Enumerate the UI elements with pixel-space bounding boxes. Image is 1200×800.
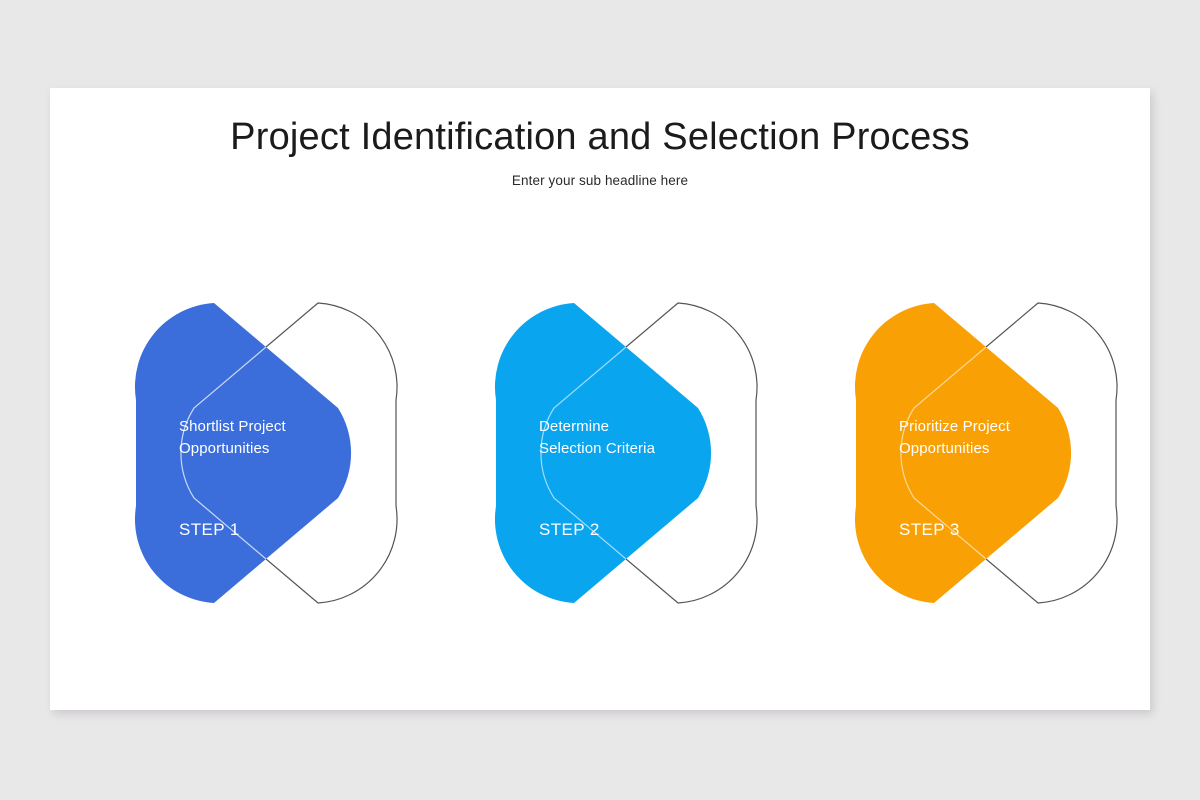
step-2-shape — [494, 302, 758, 604]
step-2-fill-shape — [494, 303, 712, 603]
page-subtitle: Enter your sub headline here — [511, 172, 689, 188]
process-step-3[interactable]: Prioritize Project Opportunities STEP 3 — [816, 288, 1156, 618]
step-2-outline-overlap — [540, 303, 712, 603]
step-3-outline-overlap — [900, 303, 1072, 603]
slide-canvas: Project Identification and Selection Pro… — [50, 88, 1150, 710]
step-1-fill-shape — [134, 303, 352, 603]
process-step-1[interactable]: Shortlist Project Opportunities STEP 1 — [96, 288, 436, 618]
step-1-outline-overlap — [180, 303, 352, 603]
process-step-2[interactable]: Determine Selection Criteria STEP 2 — [456, 288, 796, 618]
step-3-fill-shape — [854, 303, 1072, 603]
page-title: Project Identification and Selection Pro… — [230, 116, 970, 158]
title-block: Project Identification and Selection Pro… — [50, 114, 1150, 188]
step-1-shape — [134, 302, 398, 604]
step-3-shape — [854, 302, 1118, 604]
process-diagram: Shortlist Project Opportunities STEP 1 D… — [50, 288, 1150, 618]
